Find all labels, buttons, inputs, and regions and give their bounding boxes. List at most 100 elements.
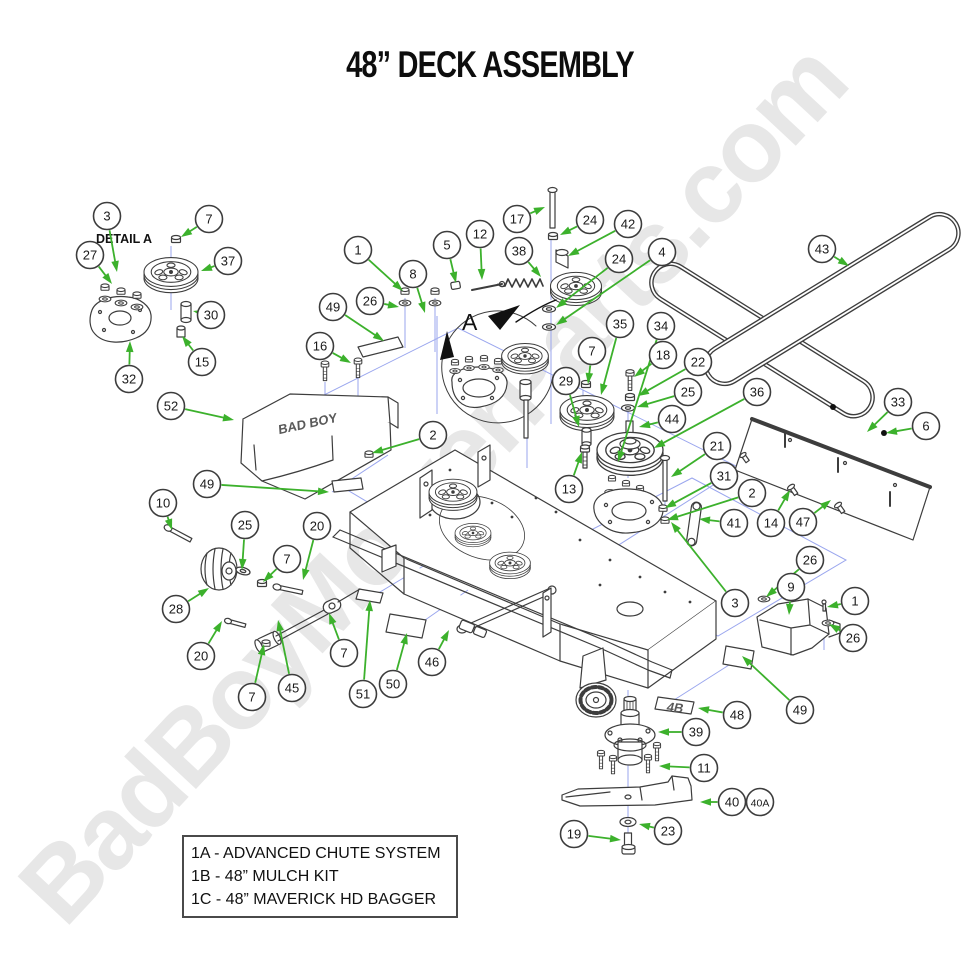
callout-5: 5 bbox=[432, 230, 462, 283]
callout-7: 7 bbox=[237, 644, 267, 712]
belt-cover bbox=[756, 595, 841, 656]
callout-21: 21 bbox=[671, 431, 732, 477]
svg-text:38: 38 bbox=[512, 244, 526, 259]
detail-a-assembly bbox=[89, 234, 199, 343]
svg-text:27: 27 bbox=[83, 248, 97, 263]
svg-text:50: 50 bbox=[386, 677, 400, 692]
callout-51: 51 bbox=[348, 600, 378, 709]
svg-text:7: 7 bbox=[588, 344, 595, 359]
callout-6: 6 bbox=[886, 411, 941, 441]
svg-text:18: 18 bbox=[656, 348, 670, 363]
svg-text:15: 15 bbox=[195, 355, 209, 370]
callout-7: 7 bbox=[577, 336, 607, 384]
svg-text:8: 8 bbox=[409, 267, 416, 282]
callout-40A: 40A bbox=[745, 787, 775, 817]
callout-28: 28 bbox=[161, 588, 209, 624]
svg-text:24: 24 bbox=[583, 213, 597, 228]
legend-item-1a: 1A - ADVANCED CHUTE SYSTEM bbox=[191, 845, 441, 862]
svg-text:1: 1 bbox=[851, 594, 858, 609]
svg-text:12: 12 bbox=[473, 227, 487, 242]
svg-text:17: 17 bbox=[510, 212, 524, 227]
callout-1: 1 bbox=[343, 235, 403, 291]
svg-text:30: 30 bbox=[204, 308, 218, 323]
callout-44: 44 bbox=[639, 404, 687, 434]
callout-19: 19 bbox=[559, 819, 621, 849]
sticker-4b-text: 4B bbox=[665, 700, 686, 716]
callout-36: 36 bbox=[654, 377, 772, 448]
svg-text:7: 7 bbox=[340, 646, 347, 661]
callout-52: 52 bbox=[156, 391, 234, 422]
callout-49: 49 bbox=[192, 469, 329, 499]
detail-a-label: DETAIL A bbox=[96, 232, 152, 246]
callout-48: 48 bbox=[698, 700, 752, 730]
svg-text:28: 28 bbox=[169, 602, 183, 617]
callout-2: 2 bbox=[372, 420, 448, 454]
svg-text:1: 1 bbox=[354, 243, 361, 258]
idler-spring-assembly bbox=[320, 186, 603, 458]
callout-10: 10 bbox=[148, 488, 178, 530]
svg-text:7: 7 bbox=[283, 552, 290, 567]
callout-3: 3 bbox=[671, 522, 750, 618]
svg-text:21: 21 bbox=[710, 439, 724, 454]
callout-47: 47 bbox=[788, 500, 831, 537]
svg-text:9: 9 bbox=[787, 580, 794, 595]
svg-text:44: 44 bbox=[665, 412, 679, 427]
svg-text:19: 19 bbox=[567, 827, 581, 842]
svg-text:52: 52 bbox=[164, 399, 178, 414]
svg-text:46: 46 bbox=[425, 655, 439, 670]
callout-11: 11 bbox=[659, 753, 719, 783]
svg-text:3: 3 bbox=[731, 596, 738, 611]
svg-text:2: 2 bbox=[429, 428, 436, 443]
svg-text:49: 49 bbox=[200, 477, 214, 492]
svg-text:11: 11 bbox=[697, 761, 711, 776]
svg-text:26: 26 bbox=[803, 553, 817, 568]
callout-8: 8 bbox=[398, 259, 428, 313]
callout-18: 18 bbox=[634, 340, 678, 377]
callout-20: 20 bbox=[186, 621, 222, 671]
svg-text:14: 14 bbox=[764, 516, 778, 531]
svg-text:29: 29 bbox=[559, 374, 573, 389]
rotation-arrows bbox=[440, 299, 557, 360]
callout-30: 30 bbox=[193, 300, 226, 330]
callout-12: 12 bbox=[465, 219, 495, 280]
svg-text:10: 10 bbox=[156, 496, 170, 511]
callout-46: 46 bbox=[417, 630, 449, 677]
callout-7: 7 bbox=[329, 613, 359, 668]
callout-15: 15 bbox=[182, 336, 217, 377]
caster-wheel bbox=[575, 647, 617, 718]
legend-item-1b: 1B - 48” MULCH KIT bbox=[191, 868, 339, 885]
callout-40: 40 bbox=[700, 787, 747, 817]
callout-45: 45 bbox=[276, 620, 307, 703]
svg-text:26: 26 bbox=[363, 294, 377, 309]
decal-stickers bbox=[331, 336, 755, 715]
svg-text:49: 49 bbox=[326, 300, 340, 315]
callout-7: 7 bbox=[263, 544, 302, 582]
svg-text:35: 35 bbox=[613, 317, 627, 332]
svg-text:33: 33 bbox=[891, 395, 905, 410]
callout-42: 42 bbox=[568, 209, 643, 256]
detail-reference-circle bbox=[441, 310, 554, 439]
svg-text:51: 51 bbox=[356, 687, 370, 702]
svg-text:25: 25 bbox=[238, 518, 252, 533]
detail-letter: A bbox=[462, 309, 478, 335]
page-title: 48” DECK ASSEMBLY bbox=[346, 44, 635, 85]
callout-49: 49 bbox=[742, 656, 815, 725]
svg-text:32: 32 bbox=[122, 372, 136, 387]
callout-25: 25 bbox=[637, 377, 703, 408]
front-rail bbox=[332, 529, 673, 679]
svg-text:39: 39 bbox=[689, 725, 703, 740]
callout-23: 23 bbox=[639, 816, 683, 846]
callout-3: 3 bbox=[92, 201, 122, 272]
svg-text:36: 36 bbox=[750, 385, 764, 400]
callout-20: 20 bbox=[302, 511, 332, 580]
callout-38: 38 bbox=[504, 236, 541, 277]
svg-text:48: 48 bbox=[730, 708, 744, 723]
svg-text:41: 41 bbox=[727, 516, 741, 531]
callout-33: 33 bbox=[867, 387, 913, 432]
callout-22: 22 bbox=[638, 347, 713, 396]
svg-text:25: 25 bbox=[681, 385, 695, 400]
svg-text:40: 40 bbox=[725, 795, 739, 810]
